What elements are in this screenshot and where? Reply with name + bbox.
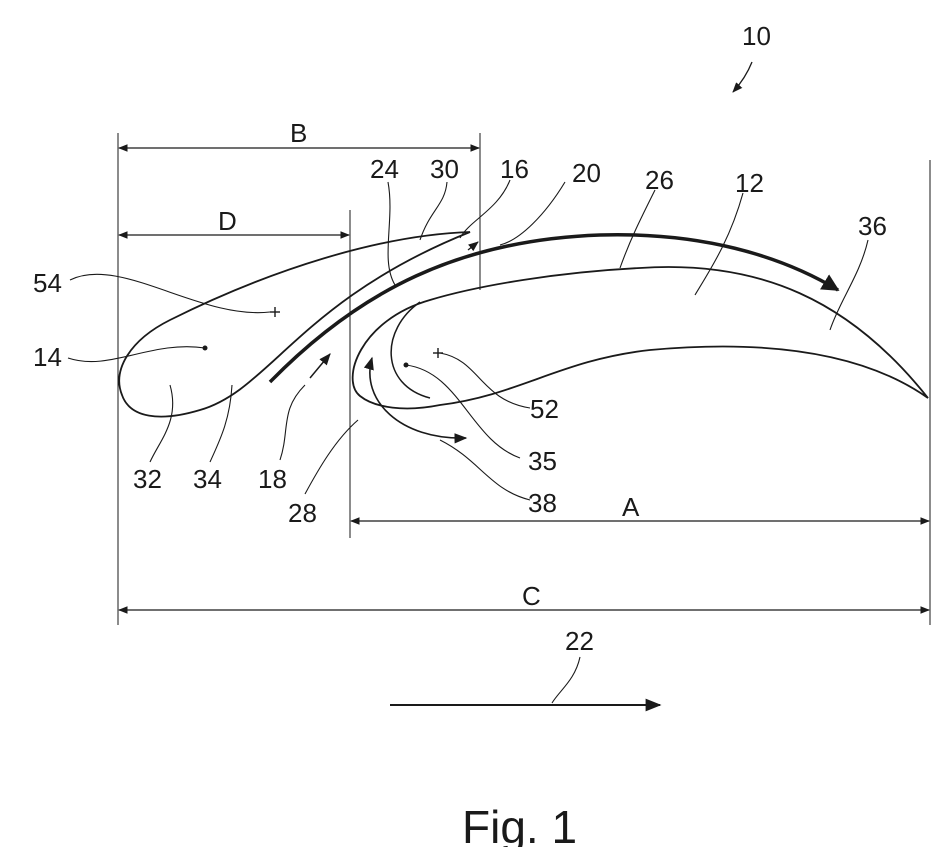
leader-14 bbox=[68, 347, 205, 362]
leader-38 bbox=[440, 440, 530, 500]
label-52: 52 bbox=[530, 394, 559, 424]
leader-18 bbox=[280, 385, 305, 460]
leader-16 bbox=[468, 242, 478, 250]
label-32: 32 bbox=[133, 464, 162, 494]
main-element-outline bbox=[353, 267, 928, 408]
label-38: 38 bbox=[528, 488, 557, 518]
dimension-label-c: C bbox=[522, 581, 541, 611]
label-36: 36 bbox=[858, 211, 887, 241]
dimension-label-b: B bbox=[290, 118, 307, 148]
dimension-label-d: D bbox=[218, 206, 237, 236]
label-10: 10 bbox=[742, 21, 771, 51]
leader-20 bbox=[500, 182, 565, 245]
figure-caption: Fig. 1 bbox=[462, 801, 577, 847]
flow-arrow-18 bbox=[310, 354, 330, 378]
leader-22 bbox=[552, 657, 580, 703]
dimension-label-a: A bbox=[622, 492, 640, 522]
leader-35 bbox=[406, 365, 520, 458]
leader-52 bbox=[440, 353, 530, 408]
main-element-nose-curve bbox=[391, 302, 430, 398]
leader-30 bbox=[420, 182, 447, 240]
flow-arrow-20 bbox=[270, 235, 838, 382]
plus-54 bbox=[270, 307, 280, 317]
label-26: 26 bbox=[645, 165, 674, 195]
leader-10 bbox=[733, 62, 752, 92]
flow-arrow-38 bbox=[370, 358, 466, 438]
leading-element-outline bbox=[119, 232, 470, 417]
label-35: 35 bbox=[528, 446, 557, 476]
label-16: 16 bbox=[500, 154, 529, 184]
label-22: 22 bbox=[565, 626, 594, 656]
label-18: 18 bbox=[258, 464, 287, 494]
label-54: 54 bbox=[33, 268, 62, 298]
leader-16-line bbox=[460, 180, 510, 238]
label-34: 34 bbox=[193, 464, 222, 494]
leader-36 bbox=[830, 240, 868, 330]
label-30: 30 bbox=[430, 154, 459, 184]
label-20: 20 bbox=[572, 158, 601, 188]
leader-54 bbox=[70, 274, 270, 312]
leader-26 bbox=[620, 190, 655, 268]
label-24: 24 bbox=[370, 154, 399, 184]
leader-32 bbox=[150, 385, 173, 462]
label-12: 12 bbox=[735, 168, 764, 198]
label-28: 28 bbox=[288, 498, 317, 528]
label-14: 14 bbox=[33, 342, 62, 372]
